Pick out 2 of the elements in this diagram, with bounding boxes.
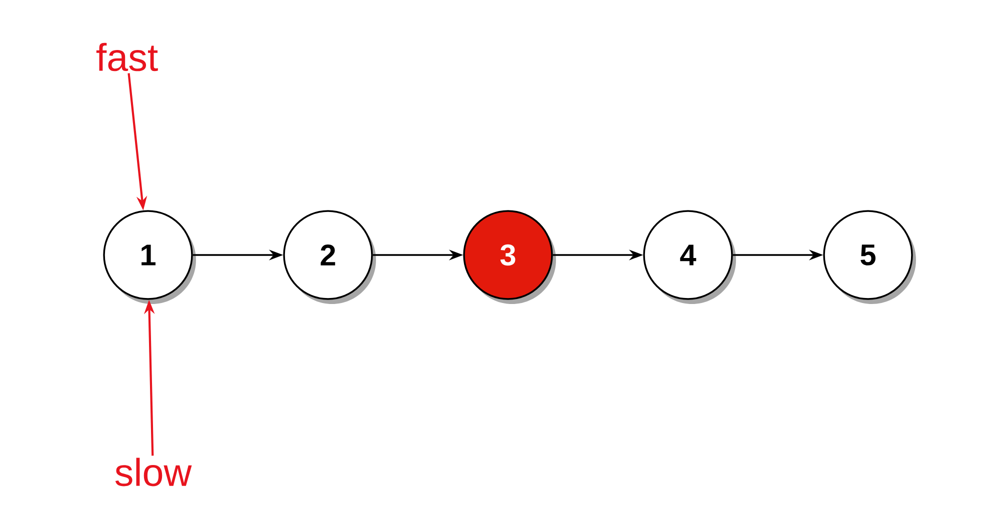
pointer-label: fast (96, 42, 158, 72)
pointer-label: slow (115, 458, 192, 486)
